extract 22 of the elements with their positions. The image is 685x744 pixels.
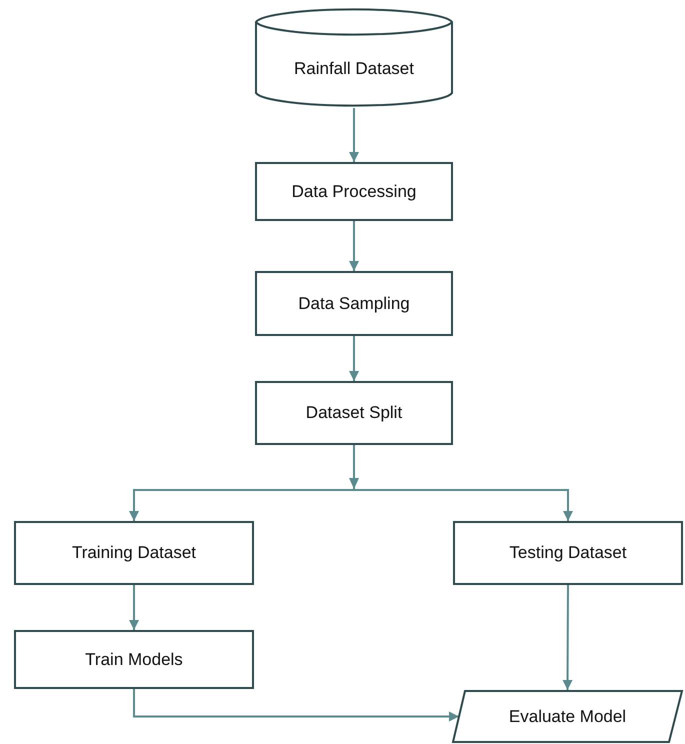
- database-cylinder: [255, 8, 453, 108]
- arrow: [349, 221, 359, 271]
- node-label: Dataset Split: [306, 403, 402, 423]
- arrow: [133, 689, 459, 722]
- process-box: [14, 630, 254, 689]
- arrow: [349, 336, 359, 381]
- arrow: [129, 585, 139, 630]
- node-label: Train Models: [85, 650, 183, 670]
- process-box: [255, 381, 453, 445]
- process-box: [453, 521, 683, 585]
- node-label: Data Sampling: [298, 294, 410, 314]
- node-label: Testing Dataset: [509, 543, 627, 563]
- node-label: Data Processing: [292, 182, 416, 202]
- node-label: Training Dataset: [72, 543, 196, 563]
- arrow: [562, 585, 573, 690]
- process-box: [14, 521, 254, 585]
- arrow: [349, 108, 359, 162]
- process-box: [255, 162, 453, 221]
- process-box: [255, 271, 453, 336]
- node-label: Rainfall Dataset: [294, 59, 414, 79]
- data-parallelogram: [452, 690, 683, 743]
- node-label: Evaluate Model: [508, 706, 626, 726]
